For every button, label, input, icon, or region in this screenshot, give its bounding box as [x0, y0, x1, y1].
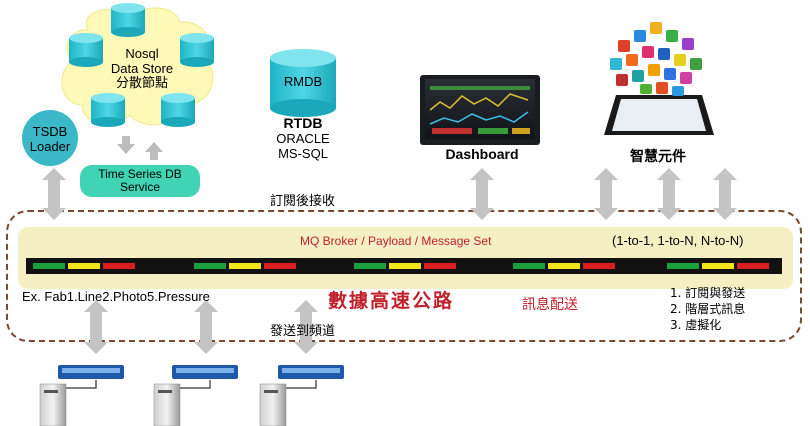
message-delivery-label: 訊息配送	[522, 297, 578, 313]
tsdb-loader-line1: TSDB	[32, 124, 68, 139]
channel-segment	[229, 263, 261, 269]
device-group-2	[153, 365, 238, 426]
channel-segment	[702, 263, 734, 269]
channel-segment	[737, 263, 769, 269]
channel-segment	[68, 263, 100, 269]
channel-segment	[513, 263, 545, 269]
nosql-line1: Nosql	[125, 46, 159, 61]
feature-item: 1. 訂閱與發送	[670, 286, 746, 300]
tsdb-loader-label: TSDB Loader	[22, 124, 78, 154]
channel-segment	[389, 263, 421, 269]
feature-item: 3. 虛擬化	[670, 318, 722, 332]
channel-segment	[103, 263, 135, 269]
nosql-label: Nosql Data Store 分散節點	[96, 46, 188, 91]
device-group-3	[259, 365, 344, 426]
example-topic: Ex. Fab1.Line2.Photo5.Pressure	[22, 289, 210, 304]
rmdb-cylinder	[270, 49, 336, 117]
nosql-line3: 分散節點	[115, 76, 168, 91]
channel-segment	[548, 263, 580, 269]
smart-tablet	[604, 22, 714, 135]
channel-segment	[424, 263, 456, 269]
bus-boundary	[6, 210, 802, 342]
rtdb-line2: MS-SQL	[278, 146, 328, 161]
channel-segment	[33, 263, 65, 269]
channel-segment	[194, 263, 226, 269]
channel-segment	[583, 263, 615, 269]
cloud-service-arrows	[117, 136, 163, 160]
smart-components-label: 智慧元件	[630, 149, 686, 165]
tsdb-loader-line2: Loader	[29, 139, 71, 154]
rmdb-label: RMDB	[283, 74, 323, 89]
nosql-line2: Data Store	[110, 61, 174, 76]
send-to-channel-label: 發送到頻道	[270, 324, 336, 339]
nosql-cylinders	[69, 3, 214, 127]
rtdb-title: RTDB	[283, 115, 323, 131]
feature-item: 2. 階層式訊息	[670, 302, 746, 316]
channel-segment	[667, 263, 699, 269]
tsdb-service-label: Time Series DB Service	[80, 168, 200, 194]
mq-modes: (1-to-1, 1-to-N, N-to-N)	[612, 233, 744, 248]
rtdb-line1: ORACLE	[276, 131, 330, 146]
mq-label: MQ Broker / Payload / Message Set	[300, 234, 492, 248]
tsdb-service-line2: Service	[119, 180, 160, 194]
tsdb-service-box	[80, 165, 200, 197]
highway-title: 數據高速公路	[328, 290, 455, 312]
bottom-arrows	[84, 300, 318, 354]
channel-segment	[354, 263, 386, 269]
subscribe-receive-label: 訂閱後接收	[270, 194, 336, 209]
rtdb-block: RTDB ORACLE MS-SQL	[258, 115, 348, 162]
tsdb-loader-circle	[22, 110, 78, 166]
tsdb-service-line1: Time Series DB	[98, 167, 182, 181]
dashboard-monitor	[420, 75, 540, 145]
device-group-1	[39, 365, 124, 426]
dashboard-label: Dashboard	[445, 146, 519, 162]
feature-list: 1. 訂閱與發送 2. 階層式訊息 3. 虛擬化	[670, 285, 745, 333]
top-arrows	[42, 168, 737, 220]
channel-segment	[264, 263, 296, 269]
